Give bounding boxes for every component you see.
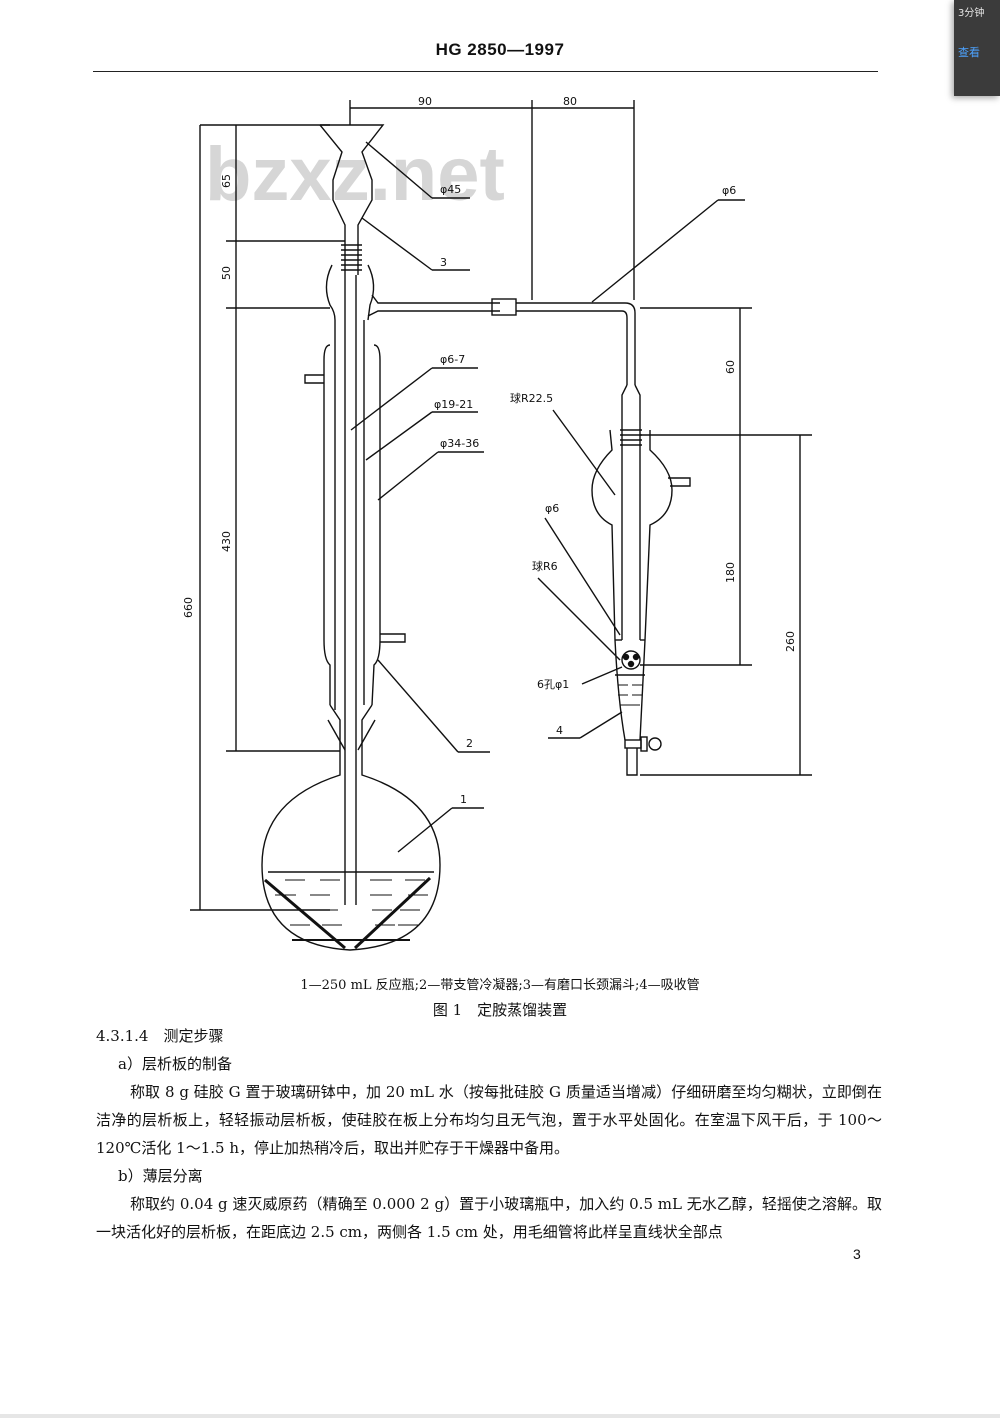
viewer-bottom-bar xyxy=(0,1414,1000,1418)
label-phi6-7: φ6-7 xyxy=(440,353,465,366)
dim-430: 430 xyxy=(220,531,233,552)
reading-time-overlay[interactable]: 3分钟 查看 xyxy=(954,0,1000,96)
body-text: 4.3.1.4 测定步骤 a）层析板的制备 称取 8 g 硅胶 G 置于玻璃研钵… xyxy=(96,1022,882,1246)
figure-title: 图 1 定胺蒸馏装置 xyxy=(432,1001,568,1019)
label-phi6-mid: φ6 xyxy=(545,502,559,515)
dim-180: 180 xyxy=(724,562,737,583)
view-link[interactable]: 查看 xyxy=(958,46,980,59)
label-phi34-36: φ34-36 xyxy=(440,437,479,450)
dim-80: 80 xyxy=(563,95,577,108)
figure-legend: 1—250 mL 反应瓶;2—带支管冷凝器;3—有磨口长颈漏斗;4—吸收管 xyxy=(300,978,700,993)
label-2: 2 xyxy=(466,737,473,750)
label-phi6-top: φ6 xyxy=(722,184,736,197)
dim-260: 260 xyxy=(784,631,797,652)
label-phi45: φ45 xyxy=(440,183,461,196)
dim-65: 65 xyxy=(220,174,233,188)
page-number: 3 xyxy=(853,1246,861,1262)
header-rule xyxy=(93,71,878,72)
reading-time-text: 3分钟 xyxy=(958,8,985,19)
paragraph-b: 称取约 0.04 g 速灭威原药（精确至 0.000 2 g）置于小玻璃瓶中，加… xyxy=(96,1195,882,1241)
label-ball-r22-5: 球R22.5 xyxy=(510,391,553,405)
label-3: 3 xyxy=(440,256,447,269)
label-ball-r6: 球R6 xyxy=(532,559,558,573)
dim-50: 50 xyxy=(220,266,233,280)
label-4: 4 xyxy=(556,724,563,737)
label-1: 1 xyxy=(460,793,467,806)
subsection-b-heading: b）薄层分离 xyxy=(118,1167,203,1185)
dim-90: 90 xyxy=(418,95,432,108)
section-heading: 4.3.1.4 测定步骤 xyxy=(96,1027,224,1045)
label-phi19-21: φ19-21 xyxy=(434,398,473,411)
watermark-text: bzxz.net xyxy=(205,132,505,217)
dim-660: 660 xyxy=(182,597,195,618)
label-holes: 6孔φ1 xyxy=(537,678,569,691)
dim-60: 60 xyxy=(724,360,737,374)
subsection-a-heading: a）层析板的制备 xyxy=(118,1055,232,1073)
distillation-apparatus-figure: bzxz.net xyxy=(182,95,812,951)
paragraph-a: 称取 8 g 硅胶 G 置于玻璃研钵中，加 20 mL 水（按每批硅胶 G 质量… xyxy=(96,1083,882,1157)
page-header: HG 2850—1997 xyxy=(435,40,565,59)
